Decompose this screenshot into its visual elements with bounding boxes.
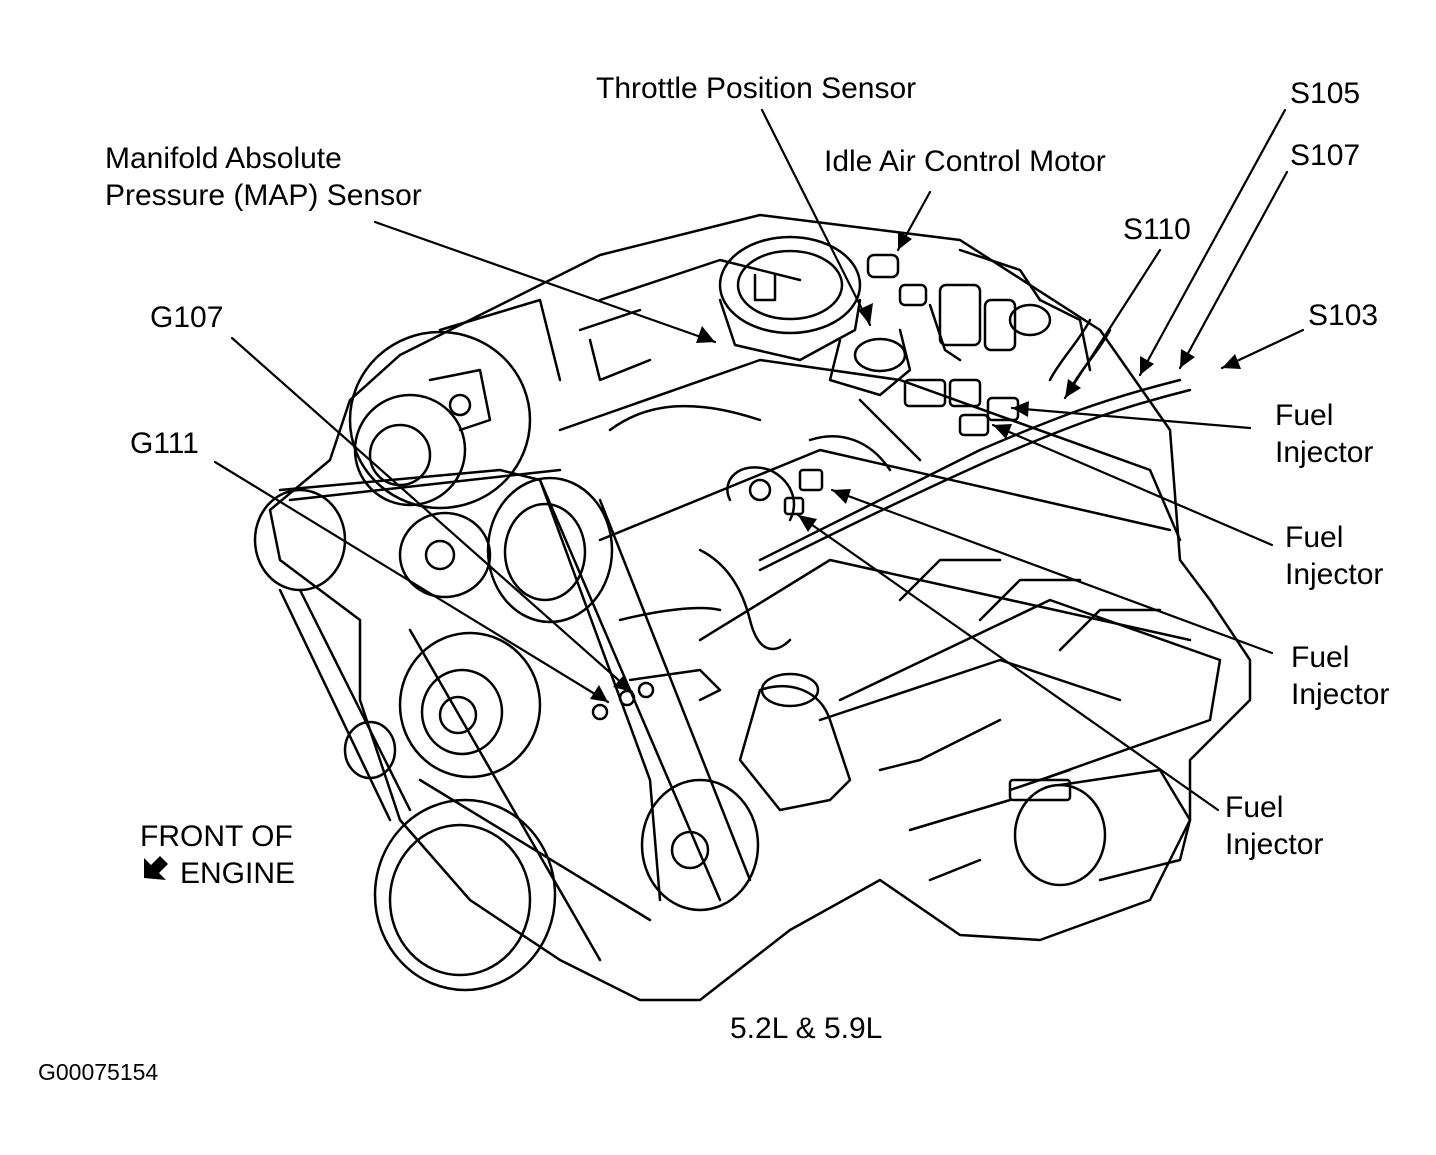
label-s110: S110 xyxy=(1123,213,1191,246)
engine-block xyxy=(268,213,1252,1002)
label-fuel-injector-2: Fuel Injector xyxy=(1285,519,1383,593)
label-s105: S105 xyxy=(1290,77,1361,110)
leader-throttle-position-sensor xyxy=(760,108,872,327)
starter-motor xyxy=(1008,768,1192,887)
label-g111: G111 xyxy=(130,427,199,460)
label-fuel-injector-2-line1: Fuel xyxy=(1285,521,1344,554)
label-fuel-injector-3-line1: Fuel xyxy=(1291,641,1350,674)
arrowhead-fuel-injector-3 xyxy=(832,489,851,504)
wiring-harness xyxy=(608,318,1192,651)
water-pump-housing xyxy=(591,668,852,812)
leader-map-sensor xyxy=(373,220,717,344)
label-g107: G107 xyxy=(150,301,224,334)
serpentine-belt xyxy=(278,468,752,962)
leader-s107 xyxy=(1178,170,1289,370)
label-front-of-engine: FRONT OF ENGINE xyxy=(140,818,295,892)
label-map-sensor-line2: Pressure (MAP) Sensor xyxy=(105,179,422,212)
label-figure-id: G00075154 xyxy=(38,1059,159,1085)
label-map-sensor: Manifold Absolute Pressure (MAP) Sensor xyxy=(105,140,422,214)
label-fuel-injector-2-line2: Injector xyxy=(1285,558,1384,591)
label-fuel-injector-3-line2: Injector xyxy=(1291,678,1390,711)
label-idle-air-control-motor: Idle Air Control Motor xyxy=(824,145,1106,178)
arrowhead-g111 xyxy=(590,685,608,702)
leader-fuel-injector-2 xyxy=(991,423,1274,547)
arrowhead-throttle-position-sensor xyxy=(858,303,873,325)
label-throttle-position-sensor: Throttle Position Sensor xyxy=(596,72,917,105)
alternator xyxy=(348,298,562,510)
arrowhead-s107 xyxy=(1180,349,1195,368)
leader-s105 xyxy=(1138,108,1287,377)
leader-g107 xyxy=(230,336,634,694)
leader-fuel-injector-4 xyxy=(796,513,1220,812)
arrowhead-g107 xyxy=(613,675,632,692)
arrowhead-fuel-injector-1 xyxy=(1012,401,1029,417)
label-front-of-engine-line2: ENGINE xyxy=(180,857,296,890)
sensor-cluster xyxy=(866,253,1052,437)
arrowhead-fuel-injector-2 xyxy=(993,424,1012,439)
leader-s110 xyxy=(1063,248,1162,400)
label-engine-size: 5.2L & 5.9L xyxy=(730,1012,883,1045)
label-s107: S107 xyxy=(1290,139,1361,172)
arrowhead-s110 xyxy=(1065,379,1081,398)
label-s103: S103 xyxy=(1308,299,1379,332)
label-fuel-injector-4-line1: Fuel xyxy=(1225,791,1284,824)
label-fuel-injector-1-line1: Fuel xyxy=(1275,399,1334,432)
label-fuel-injector-1-line2: Injector xyxy=(1275,436,1374,469)
label-front-of-engine-line1: FRONT OF xyxy=(140,820,293,853)
leader-g111 xyxy=(213,460,610,704)
arrowhead-map-sensor xyxy=(696,326,715,343)
pulleys xyxy=(253,476,760,992)
label-fuel-injector-4-line2: Injector xyxy=(1225,828,1324,861)
leader-lines xyxy=(213,108,1305,812)
arrowhead-s105 xyxy=(1140,356,1154,375)
leader-fuel-injector-3 xyxy=(830,488,1274,655)
arrowhead-idle-air-control-motor xyxy=(898,231,912,250)
arrowheads xyxy=(144,231,1241,880)
throttle-body xyxy=(718,235,912,397)
label-fuel-injector-4: Fuel Injector xyxy=(1225,789,1323,863)
arrowhead-fuel-injector-4 xyxy=(798,515,817,532)
label-map-sensor-line1: Manifold Absolute xyxy=(105,142,342,175)
label-fuel-injector-1: Fuel Injector xyxy=(1275,397,1373,471)
label-fuel-injector-3: Fuel Injector xyxy=(1291,639,1389,713)
arrowhead-s103 xyxy=(1222,354,1241,369)
front-of-engine-arrow-icon xyxy=(144,856,168,880)
leader-fuel-injector-1 xyxy=(1010,406,1252,430)
